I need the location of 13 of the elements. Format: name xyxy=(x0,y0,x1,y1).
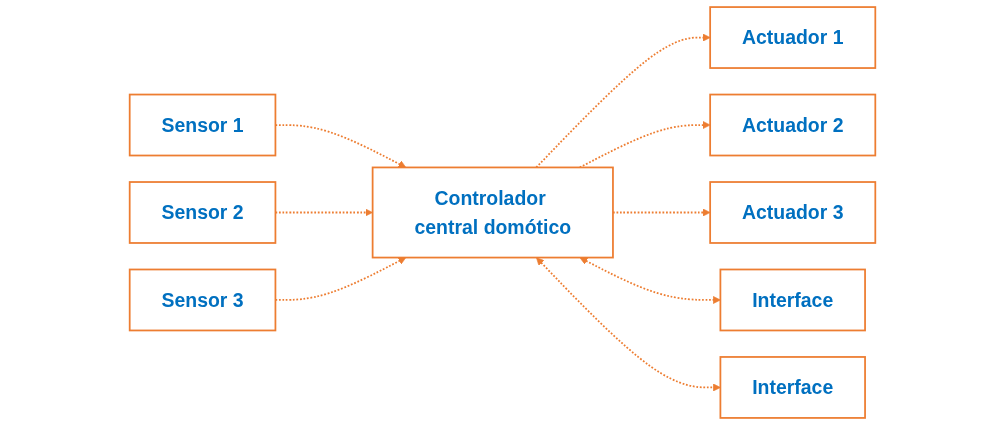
node-box: Sensor 3 xyxy=(128,268,277,332)
node-box: Actuador 2 xyxy=(709,93,877,157)
node-box: Controlador central domótico xyxy=(371,166,614,259)
arrow xyxy=(578,121,711,169)
arrow xyxy=(536,257,721,392)
node-box: Sensor 1 xyxy=(128,93,277,157)
node-box: Sensor 2 xyxy=(128,181,277,244)
node-box: Actuador 1 xyxy=(709,6,877,69)
node-box: Actuador 3 xyxy=(709,181,877,244)
node-box: Interface xyxy=(719,356,866,419)
arrow xyxy=(535,33,711,169)
arrow xyxy=(579,257,721,304)
node-box: Interface xyxy=(719,268,866,332)
